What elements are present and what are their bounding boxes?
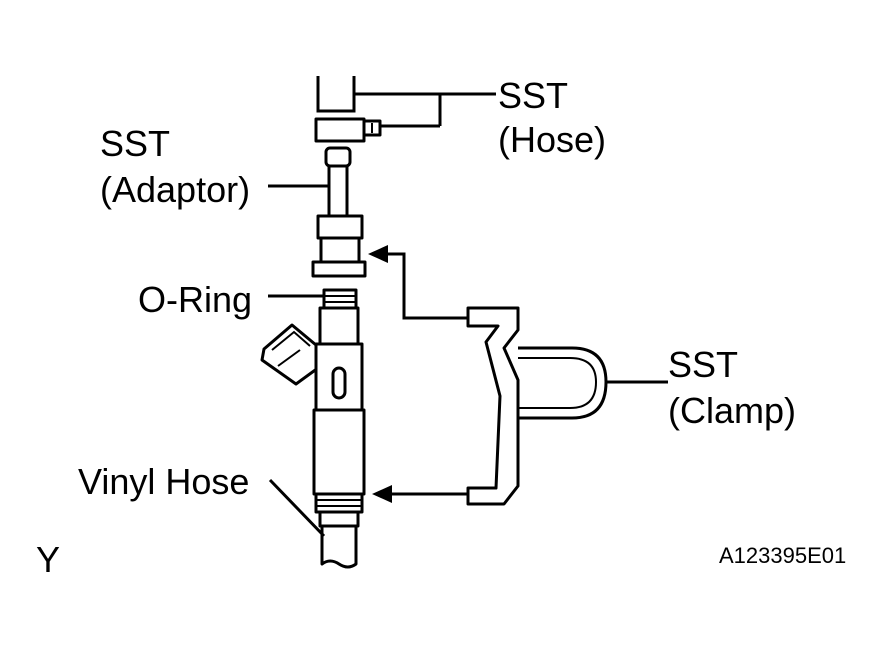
arrow-injector-icon bbox=[372, 485, 468, 503]
vinyl-hose-label: Vinyl Hose bbox=[78, 461, 250, 502]
fuel-injector-drawing bbox=[260, 306, 366, 528]
vinyl-hose-leader bbox=[268, 478, 326, 538]
sst-clamp-drawing bbox=[466, 306, 608, 506]
sst-clamp-label-line1: SST bbox=[668, 344, 739, 385]
sst-hose-label-line1: SST bbox=[498, 75, 569, 116]
sst-adaptor-drawing bbox=[311, 146, 367, 278]
sst-adaptor-label-line1: SST bbox=[100, 123, 171, 164]
view-letter: Y bbox=[36, 539, 61, 580]
o-ring-drawing bbox=[322, 288, 358, 310]
sst-hose-drawing bbox=[314, 76, 382, 143]
arrow-adaptor-icon bbox=[368, 245, 468, 320]
sst-clamp-label-line2: (Clamp) bbox=[668, 390, 797, 431]
vinyl-hose-drawing bbox=[320, 524, 358, 569]
sst-hose-leader bbox=[354, 92, 496, 128]
sst-hose-label-line2: (Hose) bbox=[498, 119, 607, 160]
figure-code: A123395E01 bbox=[719, 543, 847, 568]
sst-adaptor-label-line2: (Adaptor) bbox=[100, 169, 251, 210]
o-ring-label: O-Ring bbox=[138, 279, 253, 320]
